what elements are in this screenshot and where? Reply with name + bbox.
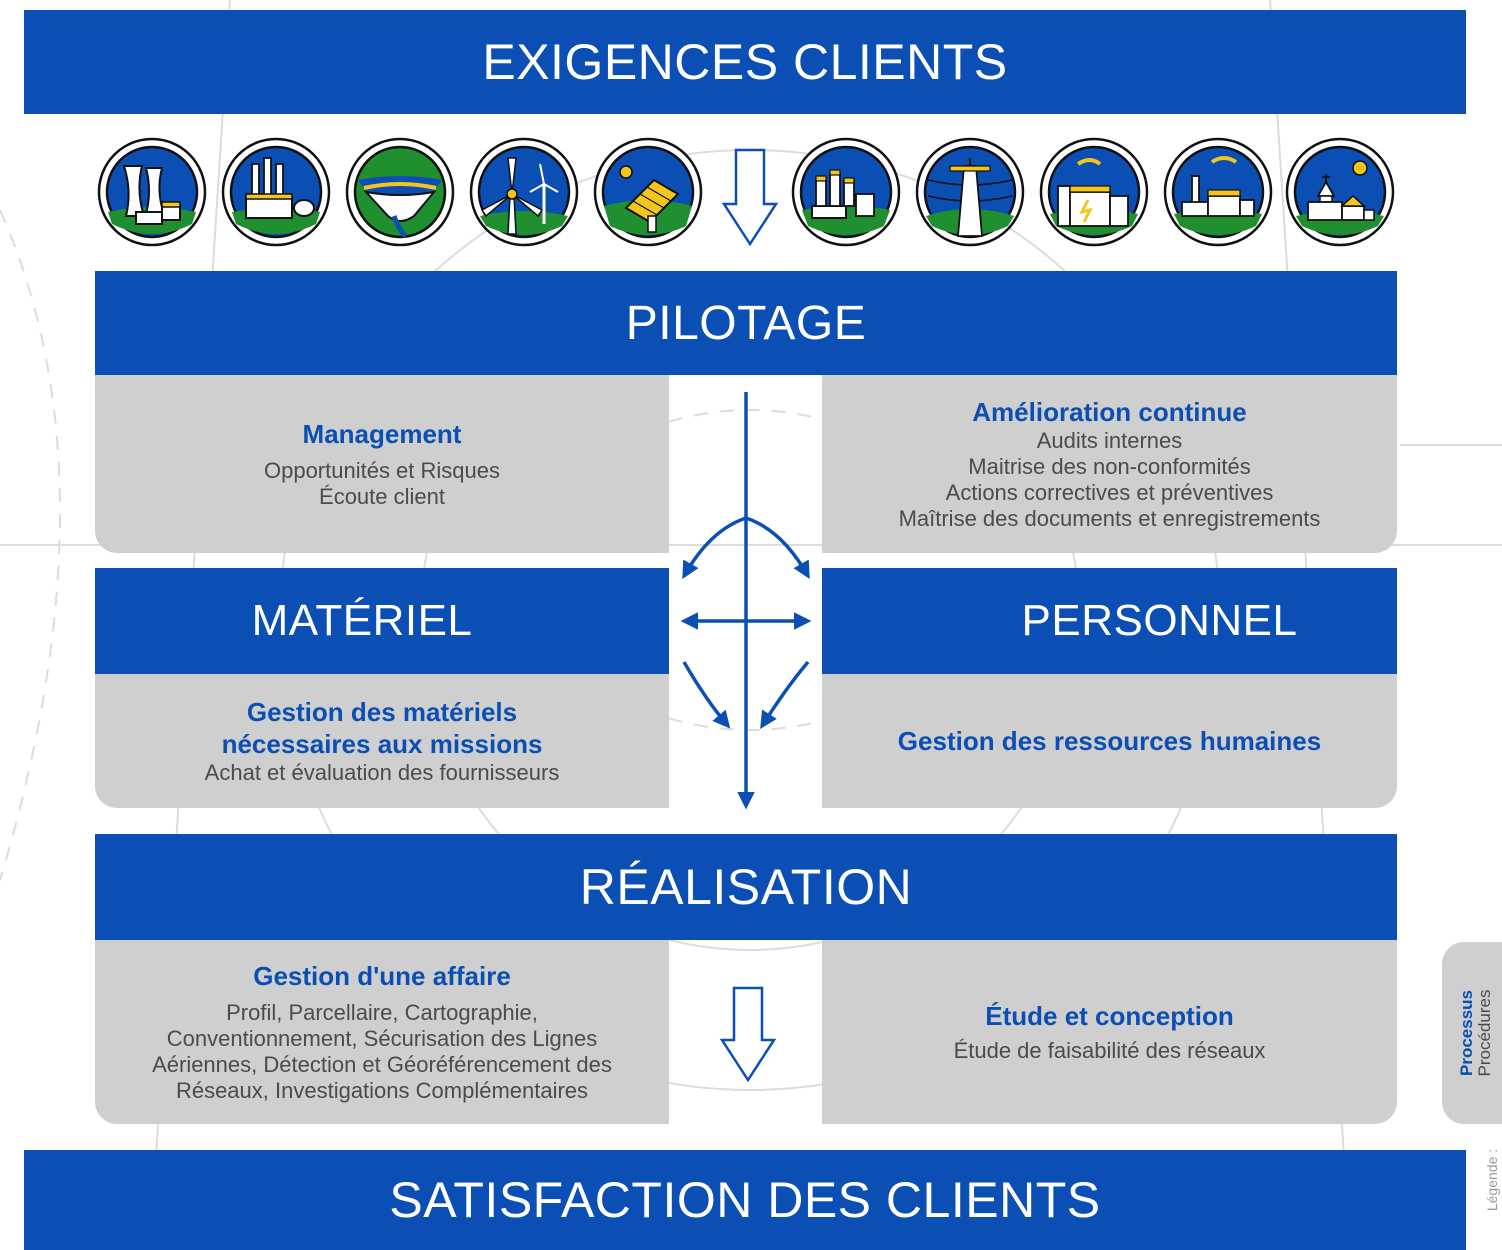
legend-text: Processus Procédures <box>1457 989 1494 1077</box>
industry-icon <box>1038 136 1150 248</box>
exigences-clients-banner: EXIGENCES CLIENTS <box>24 10 1466 114</box>
amelioration-line: Actions correctives et préventives <box>945 480 1274 505</box>
etude-line: Étude de faisabilité des réseaux <box>953 1038 1266 1063</box>
power-pylon-icon <box>914 136 1026 248</box>
etude-title: Étude et conception <box>985 1001 1234 1031</box>
realisation-banner: RÉALISATION <box>95 834 1397 940</box>
rh-title: Gestion des ressources humaines <box>897 726 1322 756</box>
legend-procedures: Procédures <box>1475 989 1494 1077</box>
materiels-title: nécessaires aux missions <box>221 729 543 759</box>
satisfaction-clients-banner: SATISFACTION DES CLIENTS <box>24 1150 1466 1250</box>
affaire-title: Gestion d'une affaire <box>253 961 511 991</box>
affaire-line: Réseaux, Investigations Complémentaires <box>175 1078 589 1103</box>
affaire-line: Profil, Parcellaire, Cartographie, <box>226 1000 538 1025</box>
affaire-line: Conventionnement, Sécurisation des Ligne… <box>166 1026 598 1051</box>
solar-panel-icon <box>592 136 704 248</box>
substation-icon <box>790 136 902 248</box>
management-line: Écoute client <box>319 484 445 509</box>
etude-card: Étude et conception Étude de faisabilité… <box>822 940 1397 1124</box>
sector-icons-row <box>96 136 1396 248</box>
wind-turbine-icon <box>468 136 580 248</box>
management-title: Management <box>302 419 462 449</box>
affaire-card: Gestion d'une affaire Profil, Parcellair… <box>95 940 669 1124</box>
thermal-plant-icon <box>220 136 332 248</box>
amelioration-line: Audits internes <box>1036 428 1183 453</box>
dam-icon <box>344 136 456 248</box>
legend-label: Légende : <box>1484 1148 1500 1212</box>
legend-processus: Processus <box>1457 990 1476 1076</box>
factory-icon <box>1162 136 1274 248</box>
nuclear-plant-icon <box>96 136 208 248</box>
amelioration-line: Maîtrise des documents et enregistrement… <box>898 506 1321 531</box>
materiel-banner: MATÉRIEL <box>95 568 669 674</box>
personnel-banner: PERSONNEL <box>822 568 1397 674</box>
materiels-title: Gestion des matériels <box>246 697 518 727</box>
pilotage-banner: PILOTAGE <box>95 271 1397 375</box>
affaire-line: Aériennes, Détection et Géoréférencement… <box>152 1052 612 1077</box>
rh-card: Gestion des ressources humaines <box>822 674 1397 808</box>
amelioration-title: Amélioration continue <box>972 397 1247 427</box>
amelioration-card: Amélioration continue Audits internes Ma… <box>822 375 1397 553</box>
management-line: Opportunités et Risques <box>263 458 501 483</box>
amelioration-line: Maitrise des non-conformités <box>968 454 1251 479</box>
village-icon <box>1284 136 1396 248</box>
legend-tab <box>1442 942 1502 1124</box>
materiels-card: Gestion des matériels nécessaires aux mi… <box>95 674 669 808</box>
materiels-line: Achat et évaluation des fournisseurs <box>204 760 560 785</box>
management-card: Management Opportunités et Risques Écout… <box>95 375 669 553</box>
